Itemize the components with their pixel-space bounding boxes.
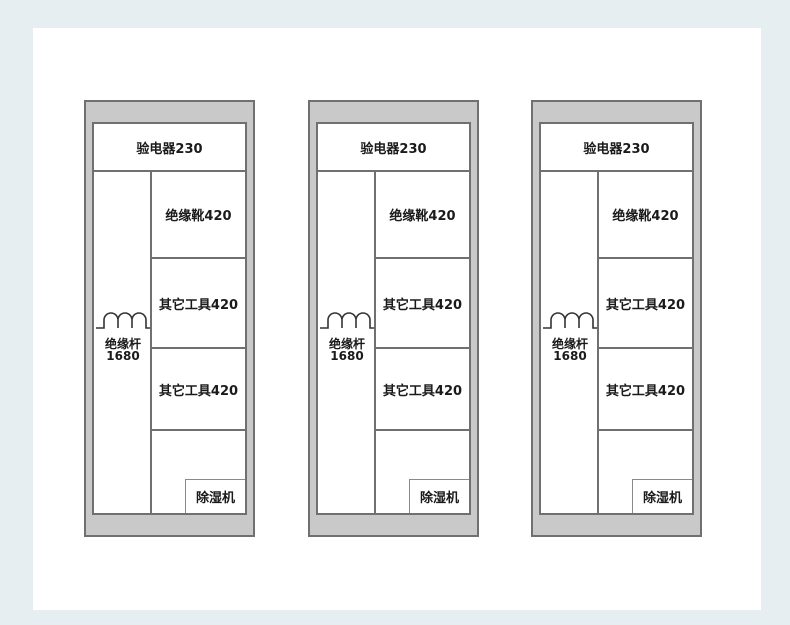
tools-compartment-1: 其它工具420 xyxy=(376,259,469,349)
insulating-rod-label: 绝缘杆 1680 xyxy=(328,337,365,363)
insulating-rod-label: 绝缘杆 1680 xyxy=(551,337,588,363)
boots-compartment: 绝缘靴420 xyxy=(152,172,245,259)
rod-hook-icon xyxy=(543,312,597,329)
tester-compartment: 验电器230 xyxy=(541,124,692,172)
insulating-rod-compartment: 绝缘杆 1680 xyxy=(541,172,599,513)
insulating-rod-compartment: 绝缘杆 1680 xyxy=(318,172,376,513)
dehumidifier-box: 除湿机 xyxy=(185,479,245,513)
tools-compartment-2: 其它工具420 xyxy=(599,349,692,431)
cabinet-interior: 验电器230 绝缘杆 1680 绝缘靴420 其它工具420 其它工具420 除… xyxy=(316,122,471,515)
tools-compartment-1: 其它工具420 xyxy=(152,259,245,349)
bottom-compartment: 除湿机 xyxy=(599,431,692,513)
tools-compartment-1: 其它工具420 xyxy=(599,259,692,349)
dehumidifier-box: 除湿机 xyxy=(409,479,469,513)
tools-compartment-2: 其它工具420 xyxy=(152,349,245,431)
cabinet-1: 验电器230 绝缘杆 1680 绝缘靴420 其它工具420 其它工具420 除… xyxy=(84,100,255,537)
rod-hook-icon xyxy=(96,312,150,329)
dehumidifier-box: 除湿机 xyxy=(632,479,692,513)
boots-compartment: 绝缘靴420 xyxy=(599,172,692,259)
rod-hook-icon xyxy=(320,312,374,329)
cabinet-2: 验电器230 绝缘杆 1680 绝缘靴420 其它工具420 其它工具420 除… xyxy=(308,100,479,537)
tester-compartment: 验电器230 xyxy=(94,124,245,172)
cabinet-interior: 验电器230 绝缘杆 1680 绝缘靴420 其它工具420 其它工具420 除… xyxy=(539,122,694,515)
bottom-compartment: 除湿机 xyxy=(376,431,469,513)
tester-compartment: 验电器230 xyxy=(318,124,469,172)
insulating-rod-compartment: 绝缘杆 1680 xyxy=(94,172,152,513)
boots-compartment: 绝缘靴420 xyxy=(376,172,469,259)
cabinet-3: 验电器230 绝缘杆 1680 绝缘靴420 其它工具420 其它工具420 除… xyxy=(531,100,702,537)
insulating-rod-label: 绝缘杆 1680 xyxy=(104,337,141,363)
bottom-compartment: 除湿机 xyxy=(152,431,245,513)
tools-compartment-2: 其它工具420 xyxy=(376,349,469,431)
cabinet-interior: 验电器230 绝缘杆 1680 绝缘靴420 其它工具420 其它工具420 除… xyxy=(92,122,247,515)
